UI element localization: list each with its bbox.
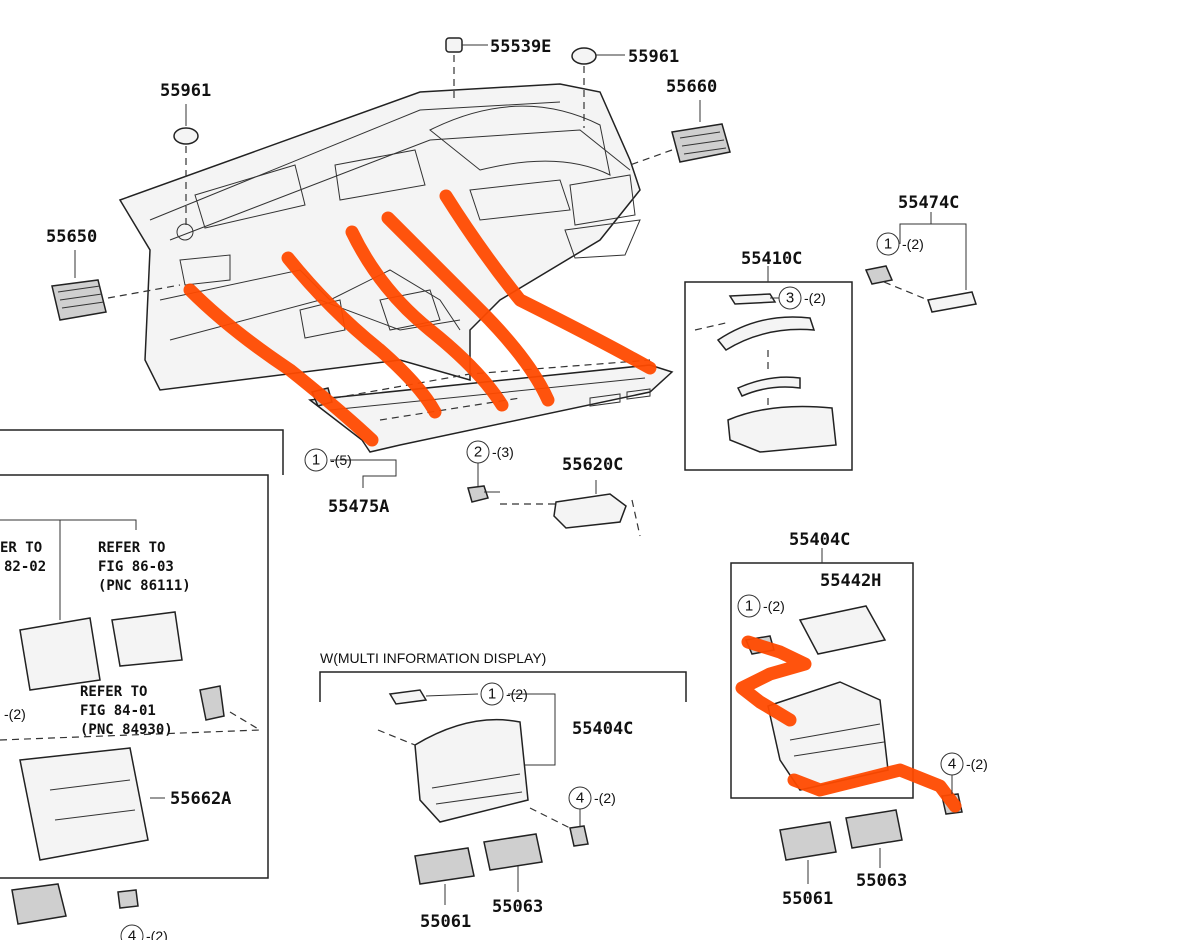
callout-num: 1	[488, 686, 496, 703]
refer-2-line1: REFER TO	[98, 540, 165, 556]
callout-qty: -(2)	[506, 686, 528, 702]
refer-2-line3: (PNC 86111)	[98, 578, 191, 594]
label-55961-left: 55961	[160, 81, 211, 101]
callout-qty: -(3)	[492, 444, 514, 460]
instrument-panel-assembly	[118, 83, 641, 391]
label-55061-mid: 55061	[420, 912, 471, 932]
part-55474C	[864, 212, 977, 313]
variant-multi-info-display	[319, 671, 687, 905]
label-55474C: 55474C	[898, 193, 959, 213]
refer-3-line1: REFER TO	[80, 684, 147, 700]
refer-1-line1: ER TO	[0, 540, 42, 556]
callout-qty: -(2)	[763, 598, 785, 614]
callout-qty: -(2)	[966, 756, 988, 772]
refer-notes: ER TO 82-02 REFER TO FIG 86-03 (PNC 8611…	[0, 540, 191, 738]
highlight-marks	[183, 189, 962, 813]
label-55063-mid: 55063	[492, 897, 543, 917]
label-55404C-mid: 55404C	[572, 719, 633, 739]
label-55660: 55660	[666, 77, 717, 97]
label-55961-top: 55961	[628, 47, 679, 67]
part-55650-vent	[51, 250, 181, 321]
refer-left-qty: -(2)	[4, 706, 26, 722]
label-55650: 55650	[46, 227, 97, 247]
callout-qty: -(2)	[902, 236, 924, 252]
label-55404C-right: 55404C	[789, 530, 850, 550]
label-55442H: 55442H	[820, 571, 881, 591]
callout-qty: -(2)	[804, 290, 826, 306]
callout-qty: -(5)	[330, 452, 352, 468]
left-inset	[0, 429, 284, 925]
label-55410C: 55410C	[741, 249, 802, 269]
refer-2-line2: FIG 86-03	[98, 559, 174, 575]
part-55961-left	[173, 104, 199, 225]
callout-num: 2	[474, 444, 482, 461]
label-55063-right: 55063	[856, 871, 907, 891]
part-55410C-group	[684, 266, 853, 471]
callout-num: 1	[884, 236, 892, 253]
callout-qty: -(2)	[146, 928, 168, 940]
callout-num: 1	[745, 598, 753, 615]
refer-3-line2: FIG 84-01	[80, 703, 156, 719]
part-labels: 55539E 55961 55961 55660 55650 55474C 55…	[46, 37, 959, 932]
variant-caption: W(MULTI INFORMATION DISPLAY)	[320, 650, 546, 666]
part-55539E	[445, 37, 488, 100]
callout-num: 1	[312, 452, 320, 469]
callouts: 1 -(5) 2 -(3) 1 -(2) 3 -(2) 1 -(2) 4 -(2…	[120, 232, 988, 940]
refer-3-line3: (PNC 84930)	[80, 722, 173, 738]
label-55061-right: 55061	[782, 889, 833, 909]
label-55662A: 55662A	[170, 789, 231, 809]
part-55620C	[467, 480, 641, 537]
callout-qty: -(2)	[594, 790, 616, 806]
part-55660-vent	[629, 100, 731, 166]
callout-num: 4	[576, 790, 584, 807]
bracket-55475A	[330, 459, 397, 488]
callout-num: 4	[128, 928, 136, 940]
callout-num: 3	[786, 290, 794, 307]
label-55539E: 55539E	[490, 37, 551, 57]
label-55475A: 55475A	[328, 497, 389, 517]
part-55961-top	[571, 47, 625, 128]
callout-num: 4	[948, 756, 956, 773]
refer-1-line2: 82-02	[4, 559, 46, 575]
label-55620C: 55620C	[562, 455, 623, 475]
